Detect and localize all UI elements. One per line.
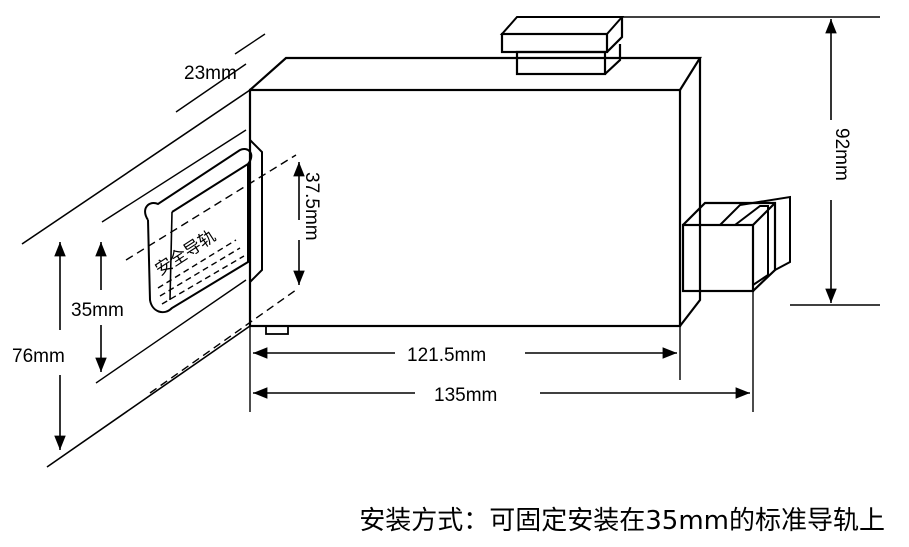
din-rail: [144, 148, 253, 314]
label-body-length: 121.5mm: [407, 345, 486, 366]
label-total-length: 135mm: [434, 385, 497, 406]
installation-caption: 安装方式：可固定安装在35mm的标准导轨上: [359, 506, 885, 536]
label-depth: 23mm: [184, 63, 237, 84]
label-rail-width: 35mm: [71, 300, 124, 321]
label-total-height: 92mm: [831, 128, 852, 181]
label-rail: 安全导轨: [152, 226, 220, 280]
label-terminal-spacing: 37.5mm: [301, 172, 322, 241]
side-terminals: [681, 195, 791, 293]
top-connector: [499, 16, 625, 76]
rail-clip-notch: [249, 139, 263, 283]
enclosure-top-face: [249, 56, 702, 91]
enclosure-right-face: [679, 58, 702, 327]
label-height-left: 76mm: [12, 346, 65, 367]
enclosure-front-face: [248, 88, 682, 328]
bottom-latch: [265, 325, 289, 335]
